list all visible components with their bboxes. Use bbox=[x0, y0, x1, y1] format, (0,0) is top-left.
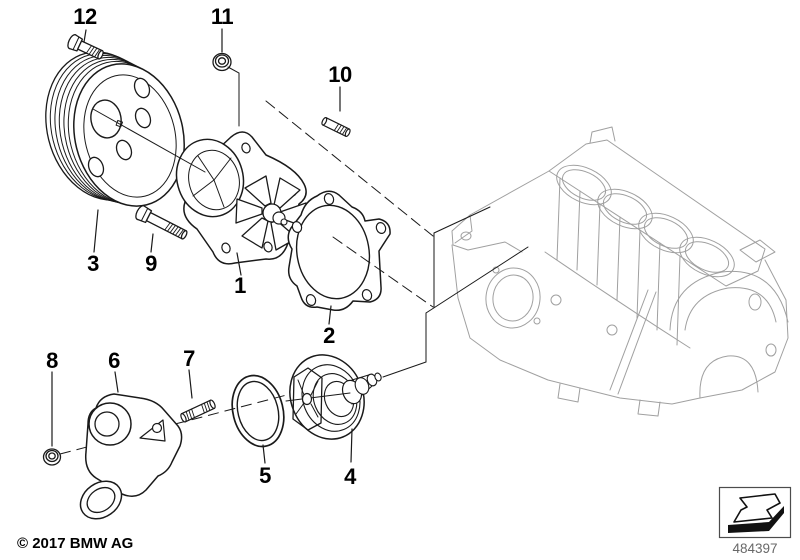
callout-12: 12 bbox=[73, 4, 97, 29]
thermostat-drawing bbox=[285, 354, 382, 440]
leader-lines bbox=[51, 28, 353, 464]
callout-6: 6 bbox=[108, 348, 120, 373]
callout-1: 1 bbox=[234, 273, 246, 298]
alignment-lines bbox=[92, 66, 529, 378]
callout-10: 10 bbox=[328, 62, 352, 87]
hex-bolt-9-drawing bbox=[135, 205, 188, 240]
engine-block-drawing bbox=[451, 126, 789, 417]
stud-10-alignment-line bbox=[265, 100, 434, 237]
nut-8-drawing bbox=[42, 448, 62, 466]
gasket-alignment-line bbox=[332, 236, 434, 308]
copyright-notice: © 2017 BMW AG bbox=[17, 535, 134, 552]
flange-nut-11-drawing bbox=[212, 52, 232, 72]
belt-pulley-drawing bbox=[45, 51, 185, 207]
nut-11-alignment-line bbox=[227, 66, 240, 127]
mounting-plane-marker bbox=[433, 206, 491, 308]
callout-4: 4 bbox=[344, 464, 356, 489]
thermostat-alignment-line bbox=[382, 246, 529, 378]
part-number-box bbox=[718, 486, 792, 539]
stud-7-drawing bbox=[180, 399, 216, 423]
callout-9: 9 bbox=[145, 251, 157, 276]
callout-3: 3 bbox=[87, 251, 99, 276]
diagram-number: 484397 bbox=[732, 541, 778, 556]
thermostat-housing-drawing bbox=[79, 393, 183, 520]
callout-7: 7 bbox=[183, 346, 195, 371]
direction-arrow-icon bbox=[728, 493, 784, 533]
stud-10-drawing bbox=[321, 117, 351, 137]
gasket-drawing bbox=[287, 190, 391, 312]
callout-5: 5 bbox=[259, 463, 271, 488]
callout-2: 2 bbox=[323, 323, 335, 348]
pulley-axis-line bbox=[92, 108, 206, 173]
o-ring-drawing bbox=[231, 374, 285, 448]
hex-bolt-12-drawing bbox=[67, 34, 104, 60]
callout-11: 11 bbox=[210, 4, 234, 29]
water-pump-drawing bbox=[175, 131, 307, 265]
callout-8: 8 bbox=[46, 348, 58, 373]
